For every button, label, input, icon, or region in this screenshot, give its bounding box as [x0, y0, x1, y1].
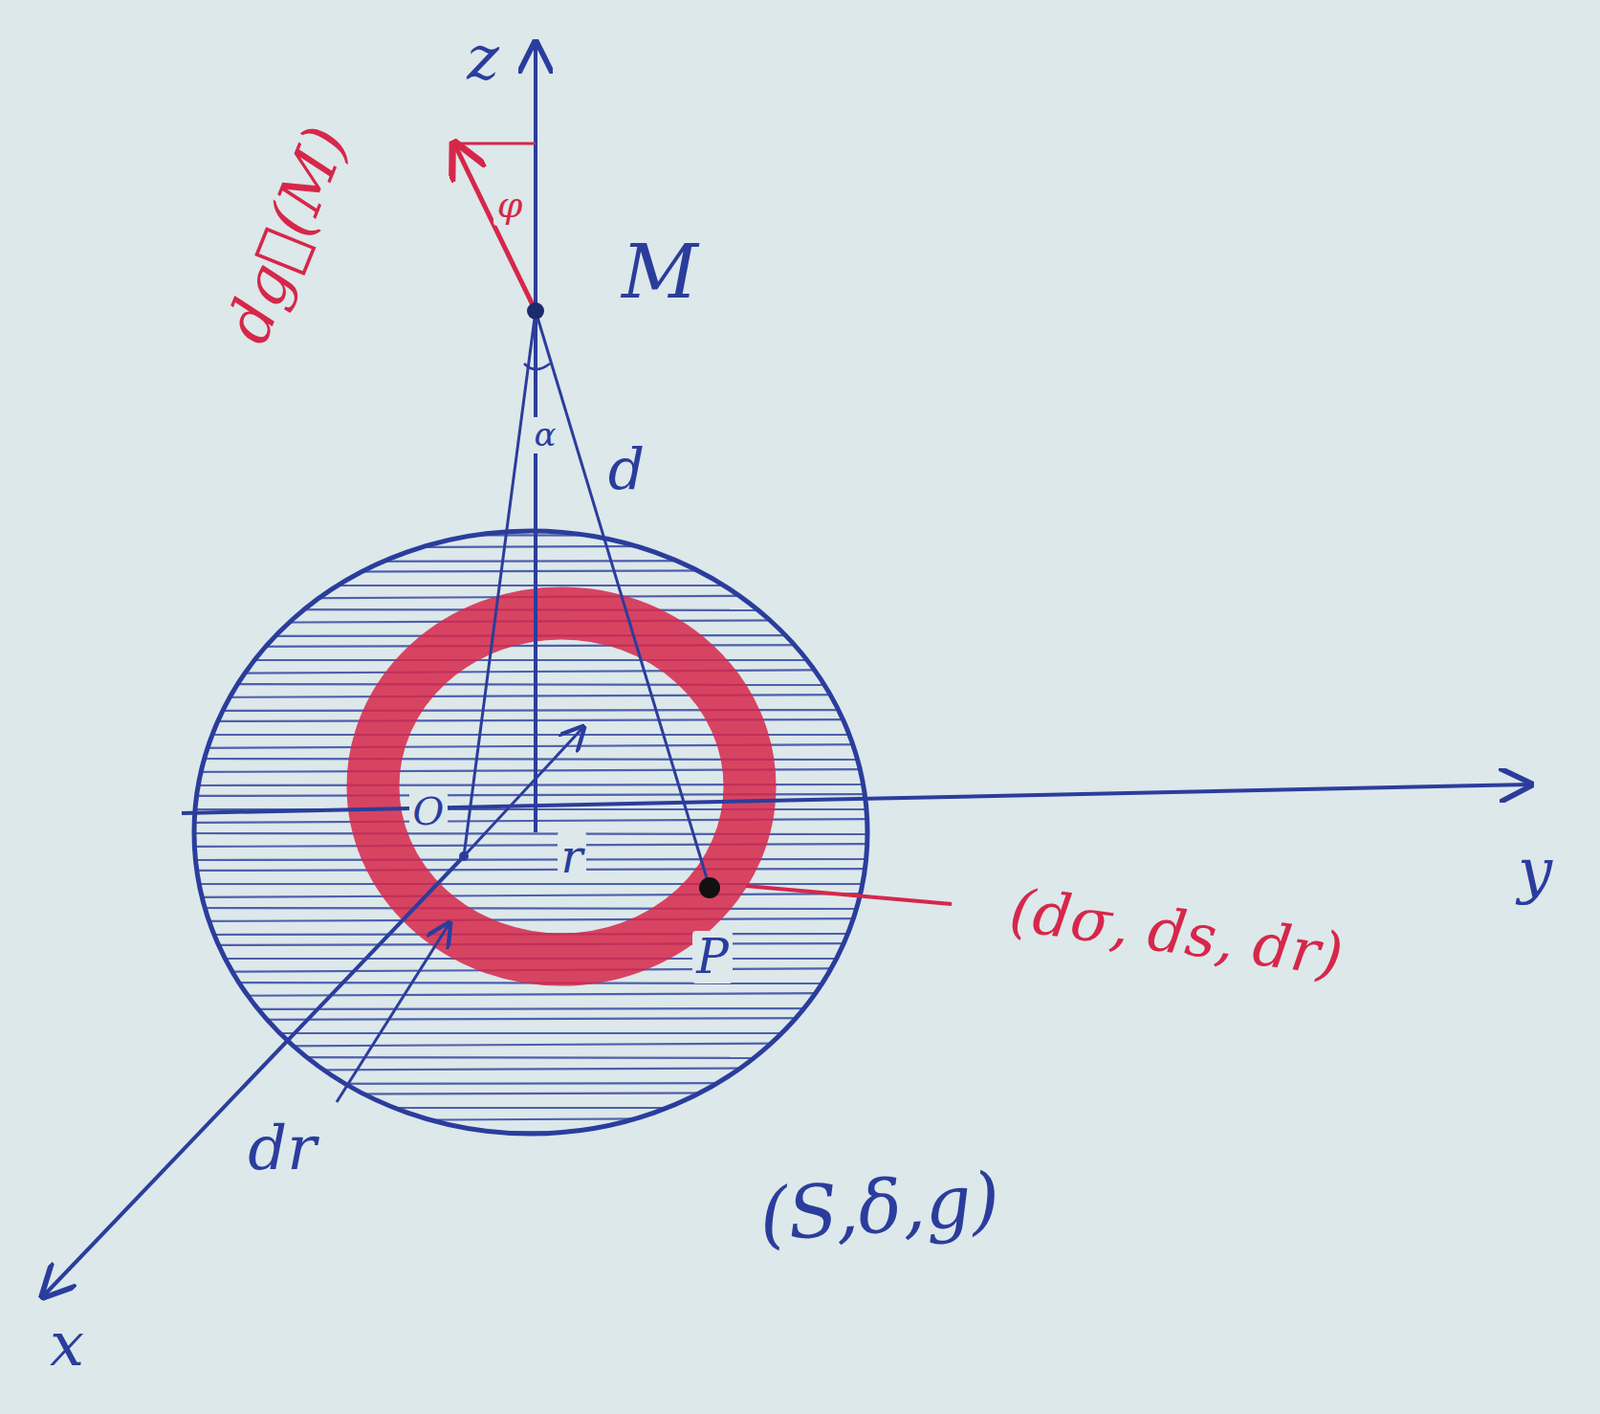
hatch-line	[181, 560, 880, 562]
hatch-line	[181, 1031, 880, 1034]
radius-label: r	[557, 831, 588, 882]
element-label: (dσ, ds, dr)	[1002, 876, 1351, 988]
hatch-line	[181, 709, 880, 711]
distance-label: d	[604, 437, 649, 501]
hatch-line	[181, 1017, 880, 1020]
hatch-line	[181, 658, 880, 661]
hatch-line	[181, 644, 880, 647]
hatch-line	[181, 992, 880, 996]
point-label: P	[692, 930, 733, 984]
y-axis	[181, 784, 1531, 813]
hatch-line	[181, 683, 880, 685]
axis-label: z	[462, 23, 504, 91]
hatch-line	[181, 907, 880, 909]
thickness-label: dr	[243, 1114, 321, 1182]
hatch-line	[181, 534, 880, 536]
hatch-line	[181, 1106, 880, 1109]
point-o	[459, 851, 469, 861]
hatch-line	[181, 744, 880, 748]
axis-label: x	[45, 1310, 88, 1378]
point-p	[699, 876, 721, 899]
hatch-line	[181, 893, 880, 898]
hatch-line	[181, 868, 880, 871]
hatch-line	[181, 1082, 880, 1084]
alpha-arc	[524, 363, 550, 370]
angle-label: φ	[493, 185, 527, 226]
hatch-line	[181, 882, 880, 885]
hatch-line	[181, 584, 880, 587]
point-label: O	[409, 789, 449, 833]
sphere-outline	[194, 530, 868, 1134]
hatch-line	[181, 733, 880, 736]
hatch-line	[181, 843, 880, 847]
hatch-line	[181, 918, 880, 921]
line-m-p	[535, 310, 710, 888]
line-m-o	[463, 310, 536, 856]
vector-label: dg⃗(M)	[212, 113, 363, 355]
hatch-line	[181, 758, 880, 760]
axis-label: y	[1513, 836, 1557, 904]
element-leader	[745, 885, 952, 904]
hatch-line	[181, 832, 880, 834]
field-vector	[454, 143, 536, 311]
hatch-line	[181, 545, 880, 548]
sphere-label: (S,δ,g)	[753, 1158, 1008, 1255]
hatch-line	[181, 1067, 880, 1071]
hatch-line	[181, 1056, 880, 1058]
hatch-line	[181, 669, 880, 674]
dr-leader	[336, 922, 450, 1102]
shell-ring	[372, 613, 750, 960]
point-label: M	[617, 231, 702, 314]
point-m	[526, 302, 545, 320]
hatch-line	[181, 1008, 880, 1009]
hatch-line	[181, 569, 880, 572]
angle-mark	[454, 142, 536, 146]
hatch-line	[181, 818, 880, 823]
x-axis	[43, 855, 464, 1296]
hatch-line	[181, 858, 880, 860]
hatch-line	[181, 694, 880, 698]
hatch-line	[181, 1092, 880, 1095]
angle-label: α	[530, 416, 561, 453]
hatch-line	[181, 719, 880, 722]
